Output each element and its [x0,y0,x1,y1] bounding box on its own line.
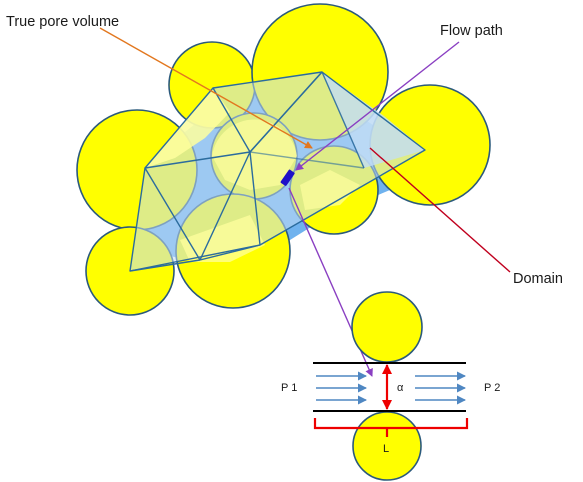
label-true-pore-volume: True pore volume [6,14,119,30]
grain-channel-top [351,291,423,363]
label-domain: Domain [513,271,563,287]
flow-path-arrow [295,41,460,171]
flow-arrows-left [316,371,367,405]
label-p1: P 1 [281,382,297,394]
label-length: L [383,443,389,455]
tessellation-mesh [129,71,426,272]
grain-highlights [145,88,360,262]
label-flow-path: Flow path [440,23,503,39]
label-p2: P 2 [484,382,500,394]
label-alpha: α [397,382,404,394]
length-bracket [313,418,469,430]
domain-arrow [369,147,511,273]
channel-detail [313,291,469,481]
pore-volume-arrow [99,27,313,149]
flow-path-marker [280,169,295,186]
flow-arrows-right [415,371,466,405]
